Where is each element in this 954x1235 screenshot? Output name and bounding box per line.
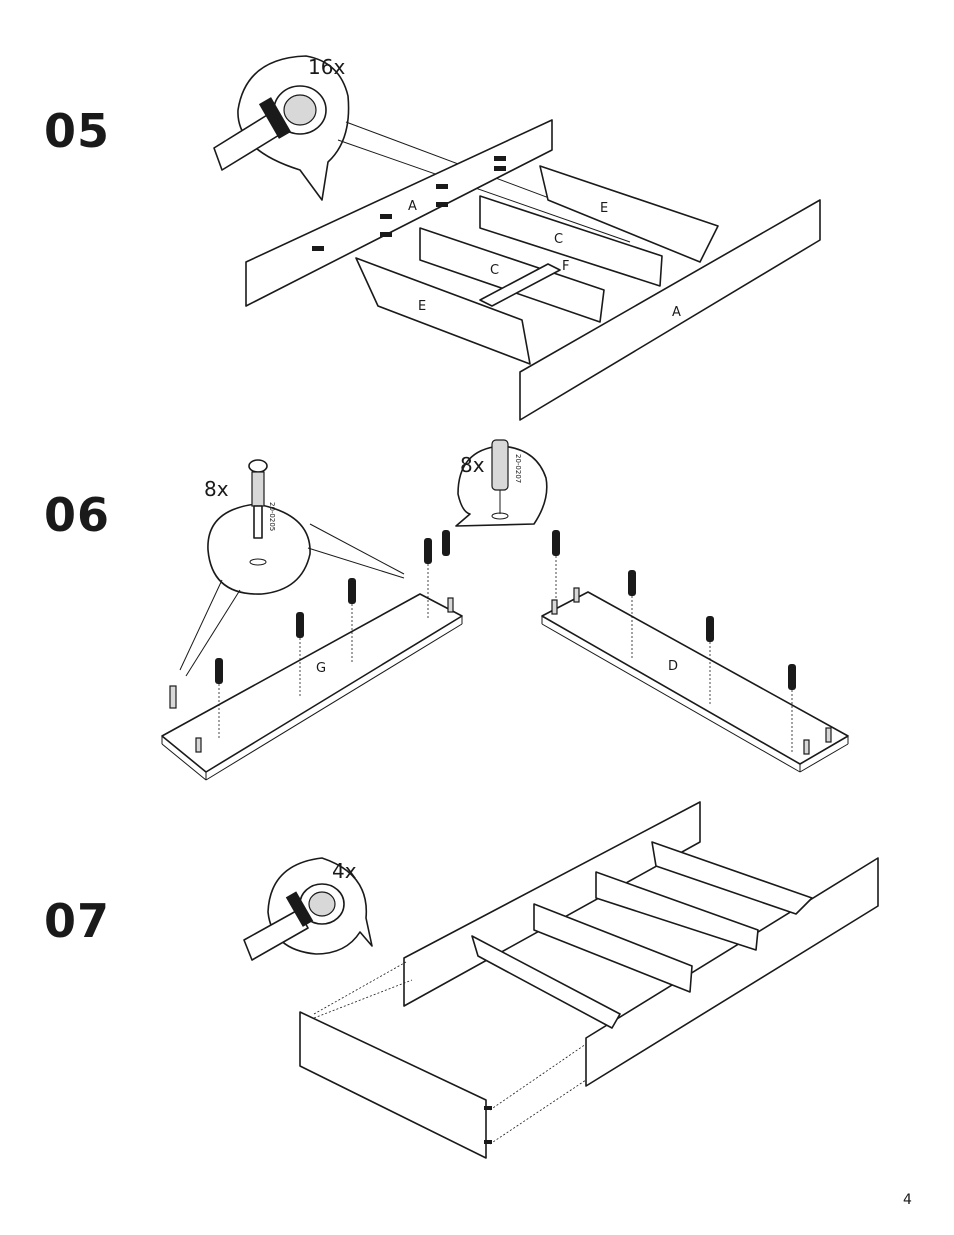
end-panel <box>300 1012 486 1158</box>
step-06-quantity-left: 8x <box>204 477 229 501</box>
label-part-e-front: E <box>418 299 426 314</box>
cam-lock-detail-bubble-07: 4x <box>244 858 372 960</box>
step-05-illustration: 16x A E C C E F A <box>214 55 820 420</box>
step-06-quantity-right: 8x <box>460 453 485 477</box>
label-part-a-right: A <box>672 305 681 320</box>
label-part-e-back: E <box>600 201 608 216</box>
label-part-f: F <box>562 259 569 274</box>
label-part-g: G <box>316 661 326 676</box>
step-06-illustration: 8x 20-0205 8x 20-0207 <box>162 440 848 780</box>
label-part-c-back: C <box>554 232 563 247</box>
panel-g <box>162 594 462 772</box>
step-06-code-left: 20-0205 <box>268 502 276 531</box>
panel-d <box>542 592 848 764</box>
label-part-d: D <box>668 659 678 674</box>
step-05-quantity: 16x <box>308 55 345 79</box>
label-part-a-left: A <box>408 199 417 214</box>
label-part-c-front: C <box>490 263 499 278</box>
step-07-illustration: 4x <box>244 802 878 1158</box>
step-06-code-right: 20-0207 <box>514 454 522 483</box>
step-07-quantity: 4x <box>332 859 357 883</box>
dowel-detail-bubble: 8x 20-0207 <box>456 440 547 526</box>
